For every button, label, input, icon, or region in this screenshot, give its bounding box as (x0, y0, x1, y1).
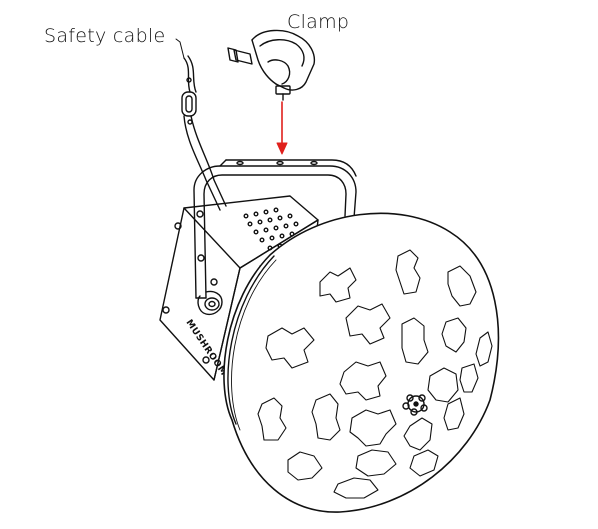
fixture-housing (159, 195, 319, 381)
lens-cell (403, 417, 433, 451)
lens-cell (401, 317, 429, 365)
safety-cable (181, 55, 227, 211)
safety-cable-leader-line (175, 38, 185, 59)
lens-cell (287, 451, 323, 481)
lens-cells (257, 249, 493, 499)
lens-cell (339, 361, 387, 401)
lens-cell (257, 397, 287, 441)
ventilation-grid (243, 207, 299, 251)
mounting-bracket (193, 159, 357, 299)
lens-cell (409, 449, 439, 477)
lens-cell (349, 409, 397, 447)
lens-cell (447, 265, 477, 307)
center-lens-cluster (402, 394, 428, 416)
lens-cell (427, 367, 459, 403)
front-lens-disc (223, 212, 500, 513)
mounting-arrow (276, 101, 288, 155)
lens-cell (319, 267, 357, 303)
lens-cell (443, 397, 465, 431)
lens-cell (265, 327, 315, 369)
lens-cell (395, 249, 421, 295)
clamp-label: Clamp (287, 11, 350, 33)
lens-cell (355, 449, 397, 477)
lens-cell (311, 393, 341, 441)
lens-cell (333, 477, 379, 499)
safety-cable-label: Safety cable (44, 25, 166, 47)
mounting-knob (197, 290, 223, 316)
lens-cell (441, 317, 467, 353)
lens-cell (459, 363, 479, 393)
lens-cell (475, 331, 493, 367)
lens-cell (345, 303, 391, 345)
clamp (227, 29, 316, 101)
